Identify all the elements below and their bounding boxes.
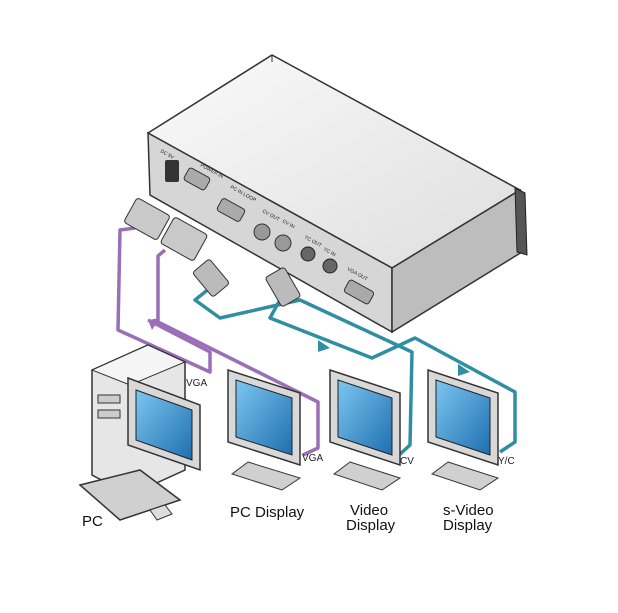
yc-out-port[interactable] bbox=[300, 246, 316, 262]
pc-vga-label: VGA bbox=[186, 378, 207, 389]
device-end-cap bbox=[514, 187, 528, 256]
vga-cables bbox=[116, 226, 320, 457]
cv-label: CV bbox=[400, 456, 414, 467]
pc-keyboard bbox=[78, 469, 182, 521]
cv-cable[interactable] bbox=[193, 286, 414, 458]
pc-mouse bbox=[149, 504, 173, 521]
vga-out-port[interactable] bbox=[343, 279, 375, 305]
svideo-plug bbox=[265, 267, 301, 307]
caption-pc-display: PC Display bbox=[230, 504, 305, 521]
pc-display bbox=[227, 368, 302, 491]
power-in-port[interactable] bbox=[183, 167, 211, 191]
svideo-display-screen bbox=[435, 379, 491, 456]
pc-display-screen bbox=[235, 379, 293, 456]
display-vga-cable[interactable] bbox=[156, 248, 320, 457]
video-cables bbox=[193, 286, 517, 458]
yc-in-label: YC IN bbox=[322, 247, 337, 259]
pc-in-loop-port[interactable] bbox=[216, 198, 246, 223]
yc-label: Y/C bbox=[498, 456, 515, 467]
caption-video-display-line1: Video bbox=[350, 502, 388, 519]
caption-pc: PC bbox=[82, 513, 103, 530]
arrow-yc bbox=[458, 364, 470, 376]
svideo-display bbox=[427, 368, 500, 491]
yc-in-port[interactable] bbox=[322, 258, 338, 274]
cv-in-label: CV IN bbox=[281, 219, 296, 231]
caption-svideo-display-line2: Display bbox=[443, 517, 493, 534]
scaler-device: DC 5V POWER IN PC IN LOOP CV OUT CV IN Y… bbox=[146, 54, 528, 334]
pc-screen bbox=[135, 389, 193, 461]
arrow-pc-vga bbox=[148, 318, 160, 330]
pc-vga-cable[interactable] bbox=[116, 226, 212, 374]
vga-plug-1 bbox=[124, 198, 170, 240]
cv-out-port[interactable] bbox=[253, 223, 271, 241]
caption-video-display-line2: Display bbox=[346, 517, 396, 534]
video-display-screen bbox=[337, 379, 393, 456]
arrow-cv bbox=[318, 340, 330, 352]
video-display bbox=[329, 368, 402, 491]
caption-svideo-display-line1: s-Video bbox=[443, 502, 494, 519]
vga-plug-2 bbox=[160, 217, 208, 261]
yc-cable[interactable] bbox=[268, 295, 517, 454]
pc-computer bbox=[78, 344, 201, 521]
bnc-plug bbox=[193, 259, 229, 297]
dc-power-jack[interactable] bbox=[165, 160, 179, 182]
display-vga-label: VGA bbox=[302, 453, 323, 464]
cv-in-port[interactable] bbox=[274, 234, 292, 252]
